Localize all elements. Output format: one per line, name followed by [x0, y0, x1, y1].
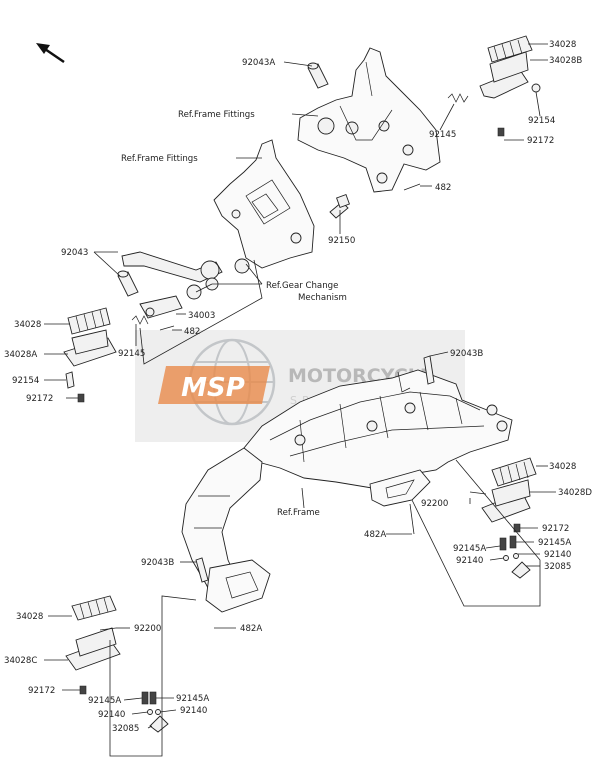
label-34028B: 34028B	[549, 56, 582, 66]
label-92140-bottom-a: 92140	[98, 710, 125, 720]
label-34028D: 34028D	[558, 488, 592, 498]
label-482A-right: 482A	[364, 530, 386, 540]
label-32085-bottom: 32085	[112, 724, 139, 734]
footpeg-rubber-top-right	[479, 35, 541, 137]
label-92145A-right-b: 92145A	[453, 544, 486, 554]
label-92145A-bottom-b: 92145A	[176, 694, 209, 704]
label-92140-bottom-b: 92140	[180, 706, 207, 716]
footpeg-left-rear	[65, 595, 169, 733]
label-92145A-right-a: 92145A	[538, 538, 571, 548]
dowel-pin-92043	[117, 270, 139, 297]
label-ref-frame-fittings-2: Ref.Frame Fittings	[121, 154, 198, 164]
dowel-pin-92043A	[307, 62, 329, 89]
part-labels: 34028 34028B 92154 92172 92043A Ref.Fram…	[4, 40, 592, 734]
label-ref-frame: Ref.Frame	[277, 508, 320, 518]
label-92145A-bottom-a: 92145A	[88, 696, 121, 706]
rear-right-step-bracket	[297, 47, 441, 193]
label-92150: 92150	[328, 236, 355, 246]
label-34003: 34003	[188, 311, 215, 321]
dowel-pin-92043B-top	[423, 355, 435, 385]
clip-92200-bottom	[99, 627, 117, 631]
dowel-pin-92043B-bottom	[195, 557, 209, 583]
label-ref-gear-change-1: Ref.Gear Change	[266, 281, 338, 291]
label-32085-right: 32085	[544, 562, 571, 572]
label-92043: 92043	[61, 248, 88, 258]
spring-92145-left	[131, 315, 149, 325]
shift-lever-34003	[139, 295, 183, 319]
label-34028-bottom: 34028	[16, 612, 43, 622]
label-482-mid: 482	[184, 327, 200, 337]
label-92043B-bottom: 92043B	[141, 558, 174, 568]
footpeg-right-rear	[481, 457, 537, 579]
label-482-top: 482	[435, 183, 451, 193]
label-92172-top: 92172	[527, 136, 554, 146]
clip-92200-right	[469, 491, 487, 495]
clip-482-top	[403, 183, 421, 191]
msp-logo-text: MSP	[181, 373, 245, 403]
label-92145-left: 92145	[118, 349, 145, 359]
label-92200-bottom: 92200	[134, 624, 161, 634]
label-92140-right-a: 92140	[544, 550, 571, 560]
label-ref-frame-fittings-1: Ref.Frame Fittings	[178, 110, 255, 120]
label-34028-left: 34028	[14, 320, 41, 330]
label-92154-top: 92154	[528, 116, 555, 126]
clip-482-mid	[159, 325, 175, 331]
msp-logo: MSP	[158, 366, 270, 404]
footpeg-left	[63, 307, 117, 403]
leader-lines	[44, 43, 556, 757]
label-92172-left: 92172	[26, 394, 53, 404]
label-92200-right: 92200	[421, 499, 448, 509]
left-frame-fitting-plate	[213, 139, 315, 269]
bolt-92150	[329, 194, 350, 219]
label-34028C: 34028C	[4, 656, 37, 666]
gear-change-pedal	[121, 251, 250, 300]
spring-92145-top	[447, 93, 469, 103]
label-92140-right-b: 92140	[456, 556, 483, 566]
label-92145-top: 92145	[429, 130, 456, 140]
label-34028-top: 34028	[549, 40, 576, 50]
label-482A-bottom: 482A	[240, 624, 262, 634]
label-92154-left: 92154	[12, 376, 39, 386]
label-ref-gear-change-2: Mechanism	[298, 293, 347, 303]
label-92172-bottom: 92172	[28, 686, 55, 696]
label-92043A: 92043A	[242, 58, 275, 68]
label-92043B-top: 92043B	[450, 349, 483, 359]
label-92172-right: 92172	[542, 524, 569, 534]
label-34028-right: 34028	[549, 462, 576, 472]
label-34028A: 34028A	[4, 350, 37, 360]
front-direction-arrow-icon	[36, 43, 65, 64]
